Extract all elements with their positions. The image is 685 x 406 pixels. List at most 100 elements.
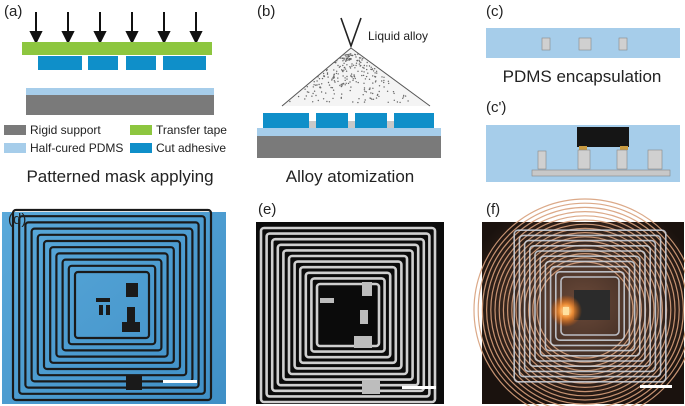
spray-droplet xyxy=(333,76,335,78)
spray-droplet xyxy=(392,91,395,93)
spray-droplet xyxy=(350,86,352,88)
spray-droplet xyxy=(347,55,349,58)
led-icon xyxy=(563,307,569,315)
spray-droplet xyxy=(357,70,359,73)
panel-a: (a) Rigid support Transfer tape Half-cur xyxy=(4,3,227,186)
spray-droplet xyxy=(352,101,354,103)
spray-droplet xyxy=(358,59,360,61)
legend-cut-adhesive: Cut adhesive xyxy=(156,141,226,155)
spray-droplet xyxy=(374,72,376,74)
coil-turn-d xyxy=(73,270,151,340)
spray-droplet xyxy=(369,87,371,89)
spray-droplet xyxy=(377,93,379,96)
spray-droplet xyxy=(372,92,374,95)
spray-droplet xyxy=(311,95,313,97)
spray-droplet xyxy=(351,65,353,67)
coil-turn-e xyxy=(310,277,386,353)
spray-droplet xyxy=(337,80,339,83)
spray-droplet xyxy=(354,54,357,56)
spray-droplet xyxy=(356,59,358,62)
photo-d-background xyxy=(2,212,226,404)
inner-circuit-e xyxy=(320,282,380,394)
coil-turn-d xyxy=(24,221,200,389)
coil-turn-d xyxy=(49,246,175,364)
spray-droplet xyxy=(341,93,343,95)
spray-droplet xyxy=(337,73,339,75)
spray-droplet xyxy=(370,92,372,94)
spray-droplet xyxy=(363,89,366,91)
spray-droplet xyxy=(321,83,323,85)
spray-droplet xyxy=(355,62,358,64)
spray-droplet xyxy=(345,59,347,62)
inner-circuit-d xyxy=(96,283,142,390)
spray-droplet xyxy=(343,69,345,71)
spray-droplet xyxy=(343,57,345,59)
spray-droplet xyxy=(323,75,326,77)
spray-droplet xyxy=(333,80,336,82)
encapsulated-alloy-traces xyxy=(541,37,628,51)
spray-droplet xyxy=(350,54,352,57)
copper-coil-turn xyxy=(486,211,684,406)
spray-droplet xyxy=(352,64,355,67)
copper-coil-turn xyxy=(481,206,685,406)
spray-droplet xyxy=(383,81,385,84)
spray-droplet xyxy=(386,90,389,93)
spray-droplet xyxy=(351,76,353,78)
spray-droplet xyxy=(330,86,332,89)
spray-droplet xyxy=(353,75,355,77)
spray-droplet xyxy=(341,85,343,87)
cut-adhesive-blocks-b xyxy=(263,113,434,128)
spray-droplet xyxy=(365,75,368,78)
spray-droplet xyxy=(340,96,342,99)
spray-droplet xyxy=(358,61,361,63)
spray-droplet xyxy=(306,91,309,93)
spray-droplet xyxy=(318,78,321,80)
spray-droplet xyxy=(396,101,399,103)
spray-droplet xyxy=(312,86,314,88)
spray-droplet xyxy=(349,81,351,83)
spray-droplet xyxy=(316,84,318,86)
spray-droplet xyxy=(326,73,329,75)
spray-droplet xyxy=(304,98,306,100)
spray-droplet xyxy=(355,64,357,67)
spray-droplet xyxy=(402,97,404,100)
spray-droplet xyxy=(346,54,348,56)
spray-droplet xyxy=(336,60,338,62)
spray-droplet xyxy=(328,84,331,86)
spray-droplet xyxy=(313,84,315,86)
spray-droplet xyxy=(361,74,363,77)
spray-droplet xyxy=(344,68,347,70)
spray-droplet xyxy=(378,95,380,98)
spray-droplet xyxy=(326,100,328,103)
spray-droplet xyxy=(351,54,353,57)
coil-turn-e xyxy=(304,271,392,359)
spray-droplet xyxy=(362,57,364,60)
spray-droplet xyxy=(355,81,357,83)
spray-droplet xyxy=(370,66,372,69)
scale-bar-d xyxy=(163,380,197,383)
spray-droplet xyxy=(315,84,317,86)
spray-droplet xyxy=(322,98,325,100)
spray-droplet xyxy=(371,98,373,101)
coil-turn-d xyxy=(18,215,206,395)
spray-droplet xyxy=(372,87,374,90)
spray-droplet xyxy=(347,59,349,61)
spray-droplet xyxy=(342,60,344,62)
spray-droplet xyxy=(304,88,306,90)
spray-droplet xyxy=(351,63,353,65)
spray-droplet xyxy=(306,86,308,88)
spray-droplet xyxy=(399,101,401,104)
pressure-arrows xyxy=(29,12,203,45)
spray-droplet xyxy=(388,82,390,85)
transfer-tape-layer xyxy=(22,42,212,55)
spray-droplet xyxy=(364,99,366,101)
panel-d-label: (d) xyxy=(8,211,26,228)
spray-droplet xyxy=(383,76,385,79)
spray-droplet xyxy=(345,54,347,56)
spray-droplet xyxy=(360,61,362,64)
spray-droplet xyxy=(363,64,365,67)
spray-droplet xyxy=(354,67,356,69)
copper-coil-turn xyxy=(532,257,638,363)
spray-droplet xyxy=(375,97,378,99)
